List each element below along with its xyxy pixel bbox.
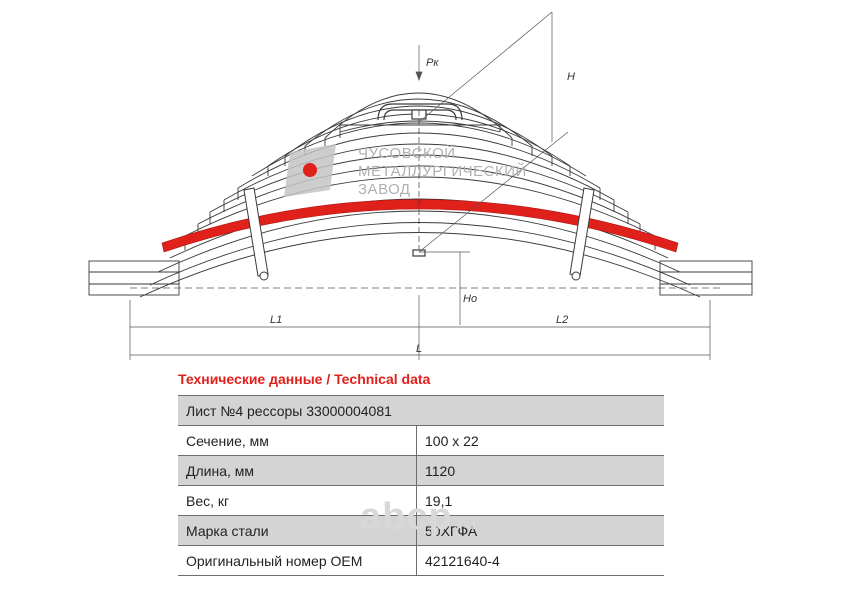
spec-title: Технические данные / Technical data xyxy=(178,371,431,387)
spec-value: 50ХГФА xyxy=(416,515,664,546)
spec-table: Лист №4 рессоры 33000004081 Сечение, мм … xyxy=(178,395,664,576)
spec-value: 100 х 22 xyxy=(416,425,664,456)
watermark-line3: ЗАВОД xyxy=(358,181,411,198)
spec-value: 1120 xyxy=(416,455,664,486)
spec-header: Лист №4 рессоры 33000004081 xyxy=(178,395,664,426)
dimension-lines xyxy=(129,11,720,360)
spec-label: Вес, кг xyxy=(178,485,417,516)
spec-value: 19,1 xyxy=(416,485,664,516)
watermark-line2: МЕТАЛЛУРГИЧЕСКИЙ xyxy=(358,162,527,180)
spec-header-row: Лист №4 рессоры 33000004081 xyxy=(178,395,664,426)
half-length-left-label: L1 xyxy=(270,314,282,326)
manufacturer-logo xyxy=(284,144,336,197)
left-clip xyxy=(243,187,269,281)
spec-value: 42121640-4 xyxy=(416,545,664,576)
site-watermark-tld: .ru xyxy=(452,513,477,533)
spring-leaves xyxy=(88,92,753,298)
manufacturer-watermark: ЧУСОВСКОЙ МЕТАЛЛУРГИЧЕСКИЙ ЗАВОД xyxy=(284,144,527,198)
spec-label: Длина, мм xyxy=(178,455,417,486)
total-length-label: L xyxy=(416,343,422,355)
highlighted-leaf xyxy=(161,199,679,253)
spec-label: Марка стали xyxy=(178,515,417,546)
half-length-right-label: L2 xyxy=(556,314,568,326)
right-clip xyxy=(569,187,595,281)
center-clamp xyxy=(377,103,463,257)
spec-row: Оригинальный номер OEM 42121640-4 xyxy=(178,545,664,576)
spec-label: Сечение, мм xyxy=(178,425,417,456)
site-watermark: abcp.ru xyxy=(360,496,477,539)
site-watermark-brand: abcp xyxy=(360,496,453,538)
free-height-label: Ho xyxy=(463,293,477,305)
height-label: H xyxy=(567,71,575,83)
force-label: Pк xyxy=(426,57,439,69)
spec-row: Длина, мм 1120 xyxy=(178,455,664,486)
watermark-line1: ЧУСОВСКОЙ xyxy=(358,144,456,162)
spec-row: Марка стали 50ХГФА xyxy=(178,515,664,546)
spec-row: Сечение, мм 100 х 22 xyxy=(178,425,664,456)
spec-label: Оригинальный номер OEM xyxy=(178,545,417,576)
leaf-spring-diagram: Pк H Ho L1 L2 L ЧУСОВСКОЙ МЕТАЛЛУРГИЧЕСК… xyxy=(88,11,753,360)
spec-row: Вес, кг 19,1 xyxy=(178,485,664,516)
